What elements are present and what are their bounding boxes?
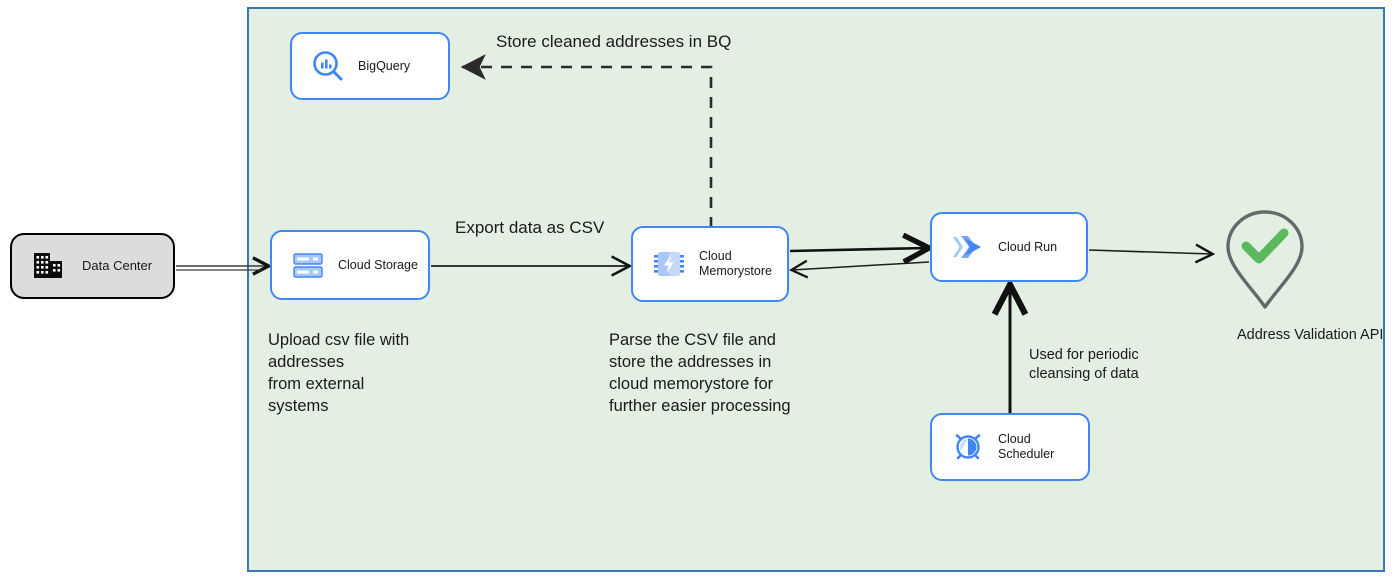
node-cloud-memorystore[interactable]: Cloud Memorystore	[631, 226, 789, 302]
note-upload-csv: Upload csv file with addresses from exte…	[268, 331, 410, 415]
address-api-caption: Address Validation API	[1237, 327, 1384, 343]
node-cloud-storage[interactable]: Cloud Storage	[270, 230, 430, 300]
node-label: Cloud Storage	[338, 257, 418, 272]
data-center-building-icon	[28, 246, 68, 286]
map-pin-check-icon	[1222, 208, 1308, 312]
note-periodic-cleansing: Used for periodic cleansing of data	[1029, 347, 1139, 383]
node-label: Data Center	[82, 258, 153, 274]
node-label: Cloud Run	[998, 239, 1058, 254]
bigquery-icon	[308, 46, 348, 86]
note-parse-csv: Parse the CSV file and store the address…	[609, 331, 791, 415]
node-address-validation-api[interactable]: Address Validation API	[1218, 208, 1398, 368]
node-cloud-scheduler[interactable]: Cloud Scheduler	[930, 413, 1090, 481]
label-store-cleaned-in-bq: Store cleaned addresses in BQ	[496, 32, 732, 51]
node-label: BigQuery	[358, 58, 411, 73]
cloud-memorystore-chip-icon	[649, 244, 689, 284]
node-bigquery[interactable]: BigQuery	[290, 32, 450, 100]
node-label: Cloud Scheduler	[998, 432, 1055, 461]
cloud-boundary-region	[247, 7, 1385, 572]
node-cloud-run[interactable]: Cloud Run	[930, 212, 1088, 282]
cloud-storage-icon	[288, 245, 328, 285]
node-data-center[interactable]: Data Center	[10, 233, 175, 299]
node-label: Cloud Memorystore	[699, 249, 772, 278]
label-export-data-as-csv: Export data as CSV	[455, 218, 605, 237]
cloud-scheduler-clock-icon	[948, 427, 988, 467]
cloud-run-icon	[948, 227, 988, 267]
